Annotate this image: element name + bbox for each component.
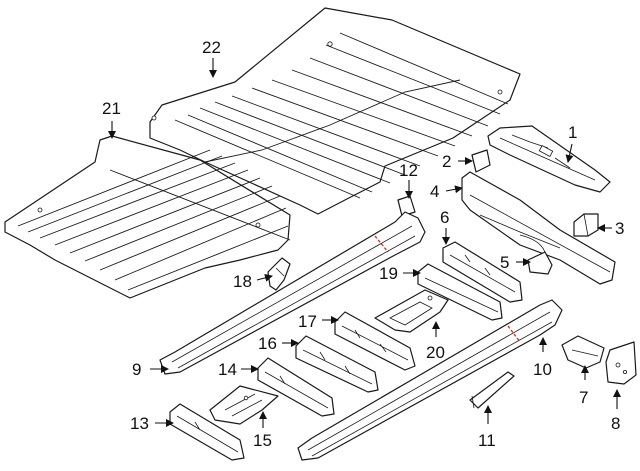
part-10-right-side-rail [297,299,563,461]
callout-14: 14 [218,360,237,379]
callout-21: 21 [102,99,121,118]
callout-2: 2 [442,152,451,171]
callout-17: 17 [298,312,317,331]
part-18-bracket [267,257,291,291]
part-3-bracket [573,213,599,237]
leader-lines [108,58,621,428]
callout-11: 11 [478,431,496,450]
callout-5: 5 [500,253,509,272]
part-16-crossmember [295,335,379,393]
part-21-front-floor-pan [4,135,291,299]
part-22-rear-floor-pan [149,7,521,215]
callout-labels: 1 2 3 4 5 6 7 8 9 10 11 12 13 14 15 16 1… [102,38,624,450]
part-5-bracket [527,251,553,275]
callout-6: 6 [440,208,449,227]
part-11-bracket [469,371,515,409]
callout-16: 16 [258,334,277,353]
callout-15: 15 [253,431,272,450]
callout-3: 3 [615,219,624,238]
part-4-rail-extension [461,171,616,285]
part-19-crossmember [417,263,503,321]
callout-19: 19 [379,264,398,283]
callout-1: 1 [568,123,577,142]
part-14-crossmember [257,357,335,417]
callout-8: 8 [611,414,620,433]
part-15-bracket [209,385,279,425]
part-6-crossmember [442,241,523,303]
part-7-bracket [561,335,605,369]
part-1-rear-crossmember [487,125,611,193]
part-17-crossmember [334,311,416,371]
part-20-mounting-plate [374,289,449,333]
callout-7: 7 [579,388,588,407]
callout-10: 10 [533,360,552,379]
callout-20: 20 [426,343,445,362]
part-9-left-side-rail [159,211,426,375]
callout-18: 18 [233,272,252,291]
part-2-bracket [471,149,491,173]
callout-9: 9 [132,360,141,379]
callout-22: 22 [202,38,221,57]
part-8-plate [605,341,637,385]
callout-13: 13 [130,414,149,433]
part-12-bracket [397,195,416,217]
callout-4: 4 [430,182,439,201]
callout-12: 12 [399,161,418,180]
